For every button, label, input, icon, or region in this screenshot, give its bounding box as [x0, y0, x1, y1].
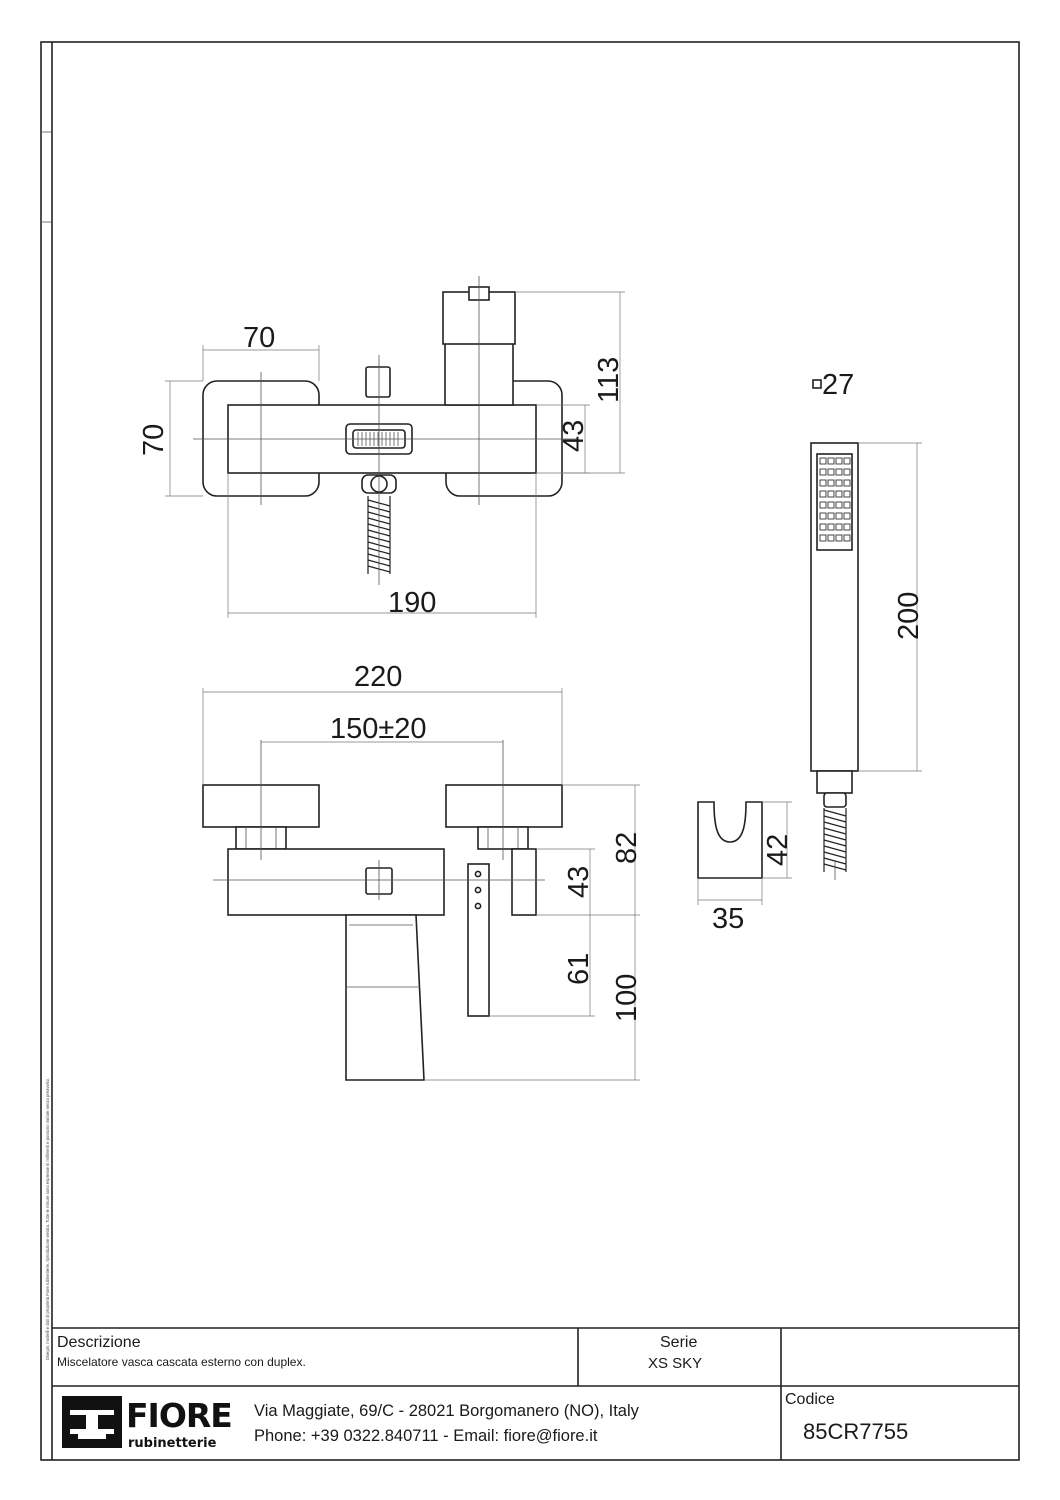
codice-value: 85CR7755	[803, 1419, 908, 1444]
dim-front-height-82: 82	[611, 832, 643, 864]
dim-top-width-70: 70	[243, 322, 275, 354]
company-address: Via Maggiate, 69/C - 28021 Borgomanero (…	[254, 1402, 640, 1420]
shower-holder: 42 35	[697, 801, 794, 935]
company-contacts: Phone: +39 0322.840711 - Email: fiore@fi…	[254, 1427, 598, 1445]
dim-front-centers: 150±20	[330, 713, 427, 745]
dim-front-height-100: 100	[611, 974, 643, 1022]
dim-front-width-220: 220	[354, 661, 402, 693]
codice-label: Codice	[785, 1391, 835, 1408]
descrizione-value: Miscelatore vasca cascata esterno con du…	[57, 1355, 306, 1369]
dim-handshower-length: 200	[893, 592, 925, 640]
title-block: Descrizione Miscelatore vasca cascata es…	[52, 1327, 1019, 1460]
descrizione-label: Descrizione	[57, 1334, 141, 1351]
hand-shower: 27 200	[810, 369, 925, 880]
dim-top-height-43: 43	[558, 420, 590, 452]
dim-top-height-113: 113	[593, 357, 625, 403]
dim-front-height-61: 61	[563, 953, 595, 985]
dim-top-height-70: 70	[138, 424, 170, 456]
svg-text:rubinetterie: rubinetterie	[128, 1436, 217, 1451]
sheet-frame	[40, 41, 1020, 1461]
serie-value: XS SKY	[648, 1355, 702, 1372]
svg-text:FIORE: FIORE	[126, 1396, 232, 1435]
dim-holder-height-42: 42	[762, 834, 794, 866]
fiore-logo: FIORE rubinetterie	[62, 1396, 233, 1451]
dim-front-height-43: 43	[563, 866, 595, 898]
front-view: 220 150±20 82 43 61 100	[202, 661, 643, 1081]
side-note: Disegni, modelli e dati di proprietà Fio…	[45, 1078, 50, 1360]
serie-label: Serie	[660, 1334, 697, 1351]
dim-top-width-190: 190	[388, 587, 436, 619]
dim-holder-width-35: 35	[712, 903, 744, 935]
dim-handshower-square: 27	[822, 369, 854, 401]
top-view: 70 70 43 113 190	[138, 276, 625, 619]
